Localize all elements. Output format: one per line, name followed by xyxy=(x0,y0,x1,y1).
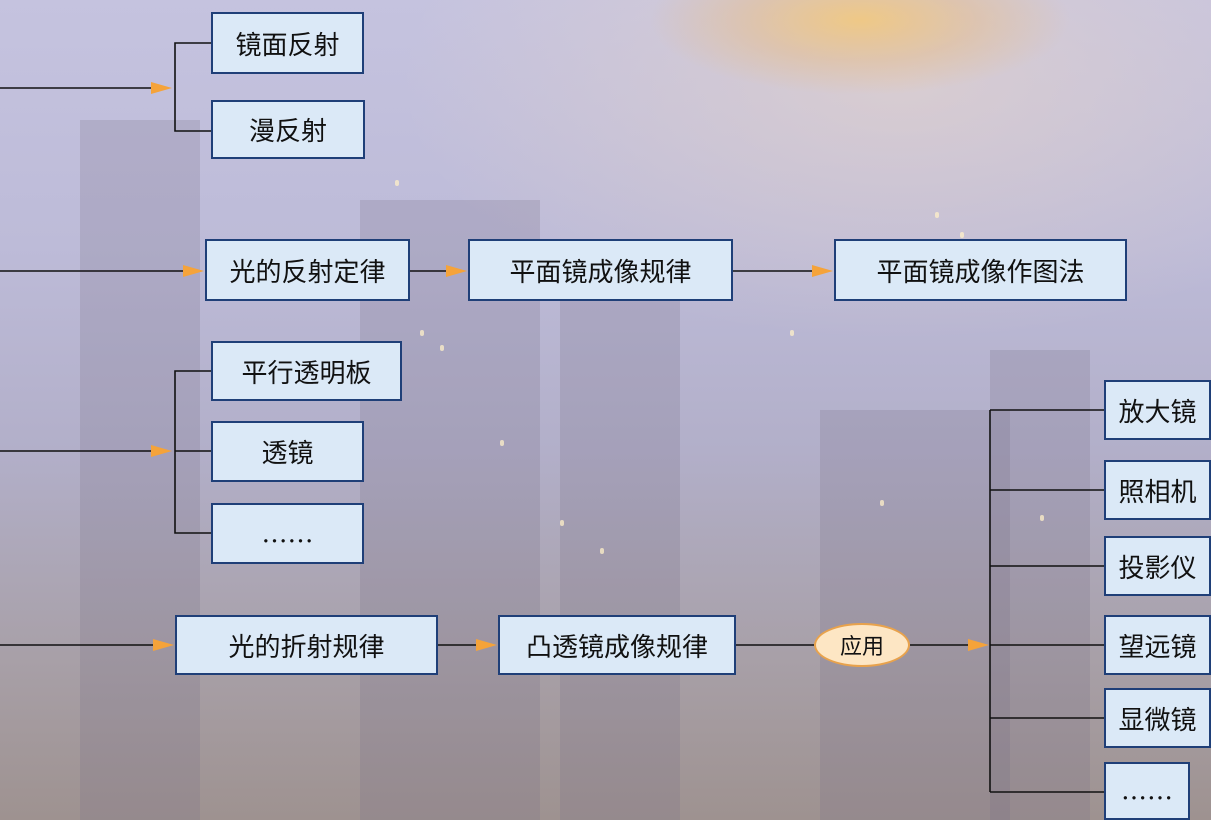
node-telescope: 望远镜 xyxy=(1104,615,1211,675)
building-silhouette xyxy=(820,410,1010,820)
node-law-of-refraction: 光的折射规律 xyxy=(175,615,438,675)
node-projector: 投影仪 xyxy=(1104,536,1211,596)
node-etc: …… xyxy=(211,503,364,564)
building-silhouette xyxy=(560,300,680,820)
node-plane-mirror-rule: 平面镜成像规律 xyxy=(468,239,733,301)
node-etc-applications: …… xyxy=(1104,762,1190,820)
node-parallel-plate: 平行透明板 xyxy=(211,341,402,401)
node-camera: 照相机 xyxy=(1104,460,1211,520)
building-silhouette xyxy=(360,200,540,820)
node-plane-mirror-drawing: 平面镜成像作图法 xyxy=(834,239,1127,301)
node-magnifier: 放大镜 xyxy=(1104,380,1211,440)
building-silhouette xyxy=(80,120,200,820)
node-lens: 透镜 xyxy=(211,421,364,482)
node-convex-lens-rule: 凸透镜成像规律 xyxy=(498,615,736,675)
building-silhouette xyxy=(990,350,1090,820)
node-diffuse-reflection: 漫反射 xyxy=(211,100,365,159)
node-law-of-reflection: 光的反射定律 xyxy=(205,239,410,301)
application-label: 应用 xyxy=(814,623,910,667)
node-microscope: 显微镜 xyxy=(1104,688,1211,748)
node-specular-reflection: 镜面反射 xyxy=(211,12,364,74)
